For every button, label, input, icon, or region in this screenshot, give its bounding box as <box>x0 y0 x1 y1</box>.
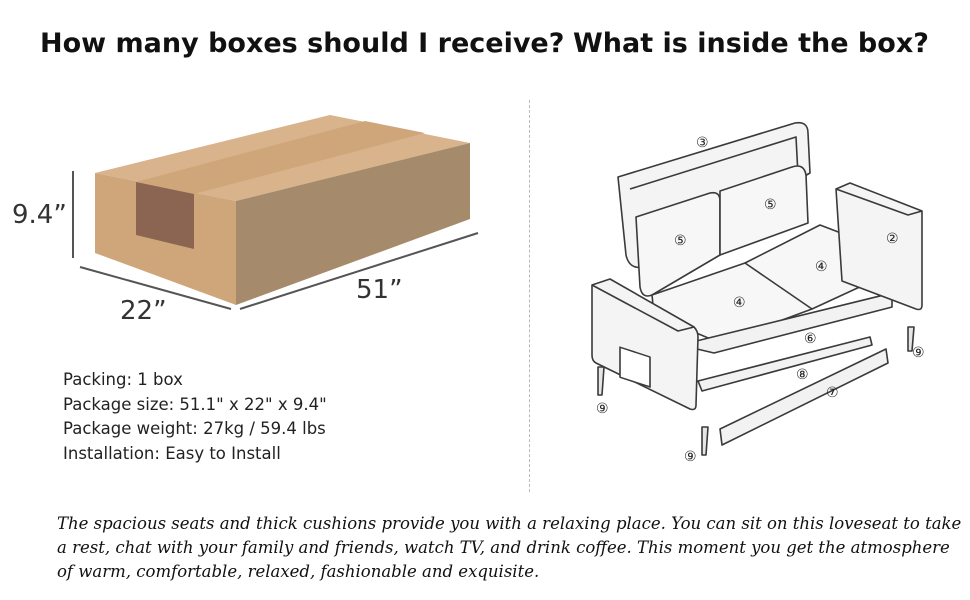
right-armrest <box>835 182 923 311</box>
part-label-cushion-right: ④ <box>815 259 828 275</box>
part-label-base: ⑥ <box>804 331 817 347</box>
leg-left <box>597 366 605 396</box>
package-specs: Packing: 1 box Package size: 51.1" x 22"… <box>63 368 327 466</box>
leg-right <box>907 326 915 352</box>
section-divider <box>529 100 530 492</box>
spec-package-weight: Package weight: 27kg / 59.4 lbs <box>63 419 326 438</box>
contents-heading: What is inside the box? <box>573 28 929 59</box>
spec-packing: Packing: 1 box <box>63 370 183 389</box>
leg-front <box>701 426 709 456</box>
box-depth-label: 22” <box>120 296 167 326</box>
left-armrest <box>591 278 699 411</box>
loveseat-exploded-diagram: ③ ② ⑤ ⑤ ④ ④ ⑥ ⑧ ⑦ ⑨ ⑨ ⑨ <box>591 121 925 465</box>
base-frame <box>679 292 893 354</box>
left-armrest-pocket <box>619 346 651 388</box>
part-label-slat: ⑧ <box>796 367 809 383</box>
width-dimension-line <box>239 232 479 310</box>
boxes-heading: How many boxes should I receive? <box>40 28 565 59</box>
right-armrest-top <box>835 188 923 216</box>
spec-package-size: Package size: 51.1" x 22" x 9.4" <box>63 394 327 414</box>
box-side <box>236 143 470 305</box>
part-label-leg-left: ⑨ <box>596 401 609 417</box>
part-label-front-rail: ⑦ <box>826 385 839 401</box>
part-label-right-armrest: ② <box>886 231 899 247</box>
part-label-cushion-left: ④ <box>733 295 746 311</box>
spec-installation: Installation: Easy to Install <box>63 443 281 463</box>
box-width-label: 51” <box>356 275 403 305</box>
depth-dimension-line <box>79 266 232 310</box>
box-height-label: 9.4” <box>12 200 67 230</box>
cardboard-box <box>72 115 479 310</box>
product-description: The spacious seats and thick cushions pr… <box>57 514 962 581</box>
box-tape-top <box>136 121 425 194</box>
part-label-pillow-left: ⑤ <box>674 233 687 249</box>
part-label-pillow-right: ⑤ <box>764 197 777 213</box>
part-label-leg-front: ⑨ <box>684 449 697 465</box>
back-pillow-right <box>719 165 809 256</box>
bottom-slat <box>697 336 873 392</box>
part-label-leg-right: ⑨ <box>912 345 925 361</box>
left-armrest-top <box>591 284 695 332</box>
box-tape-front <box>136 182 194 249</box>
backrest-inner <box>629 136 799 190</box>
part-label-backrest: ③ <box>696 135 709 151</box>
front-rail <box>719 348 889 446</box>
